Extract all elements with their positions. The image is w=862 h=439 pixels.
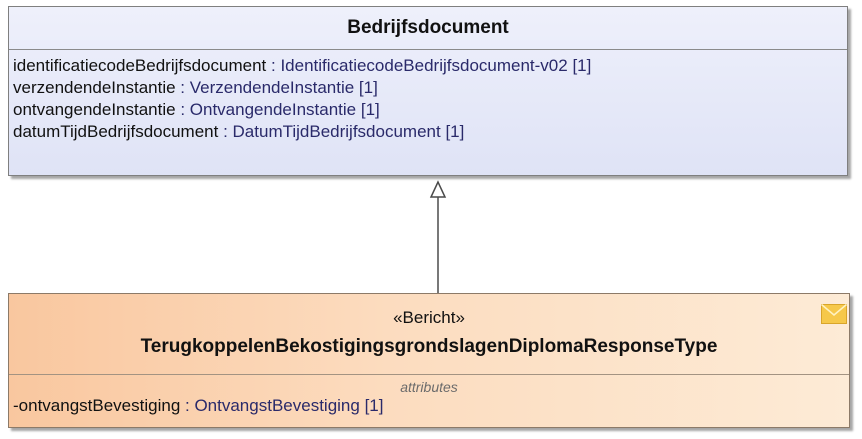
attributes-compartment-label: attributes: [400, 379, 458, 395]
attribute-row[interactable]: ontvangendeInstantie : OntvangendeInstan…: [13, 99, 843, 121]
attribute-type: OntvangendeInstantie: [189, 100, 357, 119]
attribute-compartment: -ontvangstBevestiging : OntvangstBevesti…: [9, 395, 849, 417]
class-name: TerugkoppelenBekostigingsgrondslagenDipl…: [140, 336, 718, 357]
class-bedrijfsdocument[interactable]: Bedrijfsdocument identificatiecodeBedrij…: [8, 6, 848, 176]
attribute-name: ontvangendeInstantie: [13, 100, 176, 119]
attribute-type: VerzendendeInstantie: [189, 78, 355, 97]
attribute-separator: :: [266, 56, 281, 75]
class-name-compartment: «Bericht» TerugkoppelenBekostigingsgrond…: [9, 294, 849, 375]
attribute-multiplicity: [1]: [356, 100, 380, 119]
attribute-multiplicity: [1]: [440, 122, 465, 141]
attribute-row[interactable]: datumTijdBedrijfsdocument : DatumTijdBed…: [13, 121, 843, 143]
attribute-separator: :: [218, 122, 233, 141]
attribute-row[interactable]: verzendendeInstantie : VerzendendeInstan…: [13, 77, 843, 99]
attribute-name: identificatiecodeBedrijfsdocument: [13, 56, 267, 75]
attribute-multiplicity: [1]: [354, 78, 378, 97]
stereotype-label: «Bericht»: [393, 308, 465, 327]
class-terugkoppelen-response-type[interactable]: «Bericht» TerugkoppelenBekostigingsgrond…: [8, 293, 850, 428]
generalization-arrowhead: [429, 180, 447, 198]
attribute-compartment: identificatiecodeBedrijfsdocument : Iden…: [9, 50, 847, 143]
class-name-compartment: Bedrijfsdocument: [9, 7, 847, 50]
attribute-multiplicity: [1]: [567, 56, 592, 75]
attribute-type: DatumTijdBedrijfsdocument: [232, 122, 441, 141]
attribute-type: OntvangstBevestiging: [194, 396, 360, 415]
attribute-separator: :: [180, 396, 195, 415]
attribute-separator: :: [175, 100, 190, 119]
attribute-row[interactable]: -ontvangstBevestiging : OntvangstBevesti…: [13, 395, 845, 417]
attribute-name: verzendendeInstantie: [13, 78, 176, 97]
attribute-row[interactable]: identificatiecodeBedrijfsdocument : Iden…: [13, 55, 843, 77]
attribute-name: -ontvangstBevestiging: [13, 396, 181, 415]
attribute-name: datumTijdBedrijfsdocument: [13, 122, 219, 141]
attribute-type: IdentificatiecodeBedrijfsdocument-v02: [280, 56, 568, 75]
envelope-icon: [821, 304, 847, 324]
attribute-multiplicity: [1]: [359, 396, 384, 415]
attribute-separator: :: [175, 78, 190, 97]
class-name: Bedrijfsdocument: [347, 17, 509, 38]
